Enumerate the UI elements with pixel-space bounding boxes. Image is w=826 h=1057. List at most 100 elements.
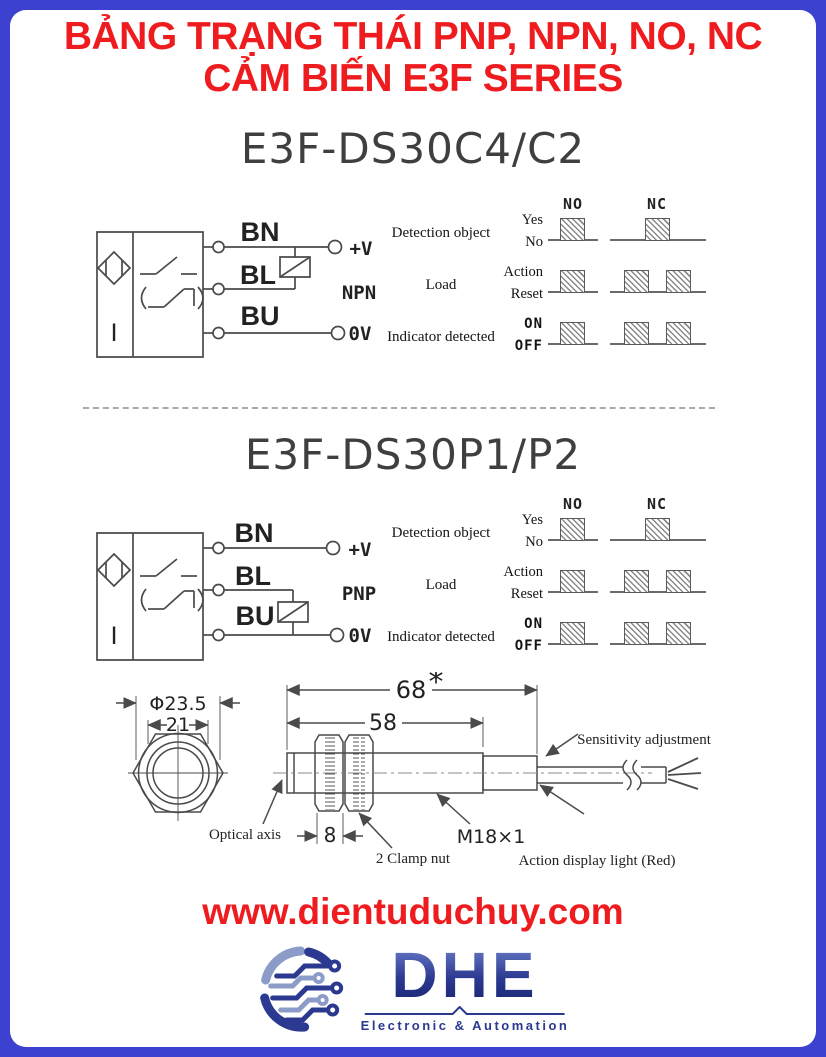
terminal-vplus: [329, 241, 342, 254]
logo-tagline: Electronic & Automation: [360, 1017, 570, 1033]
logo-pulse-line: [364, 1005, 565, 1015]
wire-label-bu: BU: [241, 301, 280, 331]
pulse: [560, 570, 585, 593]
clamp-nut-2: [345, 735, 373, 811]
pulse: [560, 270, 585, 293]
wire-label-bn: BN: [241, 217, 280, 247]
timing-col-nc: NC: [646, 495, 668, 513]
row-low-label: OFF: [514, 638, 543, 654]
terminal-label-vplus: +V: [349, 539, 372, 561]
logo-text-block: DHE Electronic & Automation: [360, 939, 570, 1033]
thread-arrow: [436, 794, 470, 824]
wire-label-bn: BN: [235, 518, 274, 548]
pulse: [666, 270, 691, 293]
pulse: [666, 322, 691, 345]
row-high-label: Yes: [521, 512, 543, 528]
dim-total-length: 68: [396, 676, 427, 704]
timing-diagram-pnp: NO NC Detection object Yes No Load Actio…: [385, 495, 717, 667]
sensor-body-npn: [97, 232, 345, 357]
action-light-label: Action display light (Red): [518, 853, 675, 869]
pulse: [560, 322, 585, 345]
optical-axis-arrow: [263, 779, 282, 824]
thread-label: M18×1: [457, 826, 526, 848]
sensor-optic-symbol: [98, 252, 130, 284]
wire-label-bl: BL: [235, 561, 271, 591]
terminal-0v: [332, 327, 345, 340]
circuit-logo-icon: [260, 946, 344, 1032]
pulse: [560, 218, 585, 241]
wire-label-bu: BU: [236, 601, 275, 631]
timing-row-detection: Detection object Yes No: [385, 209, 717, 255]
company-logo: DHE Electronic & Automation: [257, 936, 570, 1042]
transistor-type-label: PNP: [342, 583, 376, 605]
switch-symbol: [140, 559, 203, 611]
timing-col-no: NO: [562, 195, 584, 213]
sensor-optic-symbol: [98, 554, 130, 586]
pulse: [624, 622, 649, 645]
page-frame: [10, 10, 816, 1047]
optical-axis-label: Optical axis: [209, 827, 281, 843]
section1-heading: E3F-DS30C4/C2: [240, 124, 586, 173]
mechanical-drawing: Φ23.5 21: [60, 672, 712, 869]
sensor-label: I: [110, 319, 117, 347]
terminal-label-vplus: +V: [350, 238, 373, 260]
pulse: [560, 622, 585, 645]
row-low-label: Reset: [510, 286, 543, 302]
transistor-type-label: NPN: [342, 282, 376, 304]
website-url[interactable]: www.dientuduchuy.com: [202, 891, 624, 932]
terminals-and-wires: [203, 241, 345, 340]
baseline-nc: [610, 591, 706, 593]
timing-diagram-npn: NO NC Detection object Yes No Load Actio…: [385, 195, 717, 367]
dim-nut-width: 8: [324, 823, 337, 847]
row-low-label: No: [525, 534, 543, 550]
page-title-line1: BẢNG TRẠNG THÁI PNP, NPN, NO, NC: [63, 15, 763, 58]
row-label: Load: [425, 277, 457, 293]
pulse: [666, 570, 691, 593]
pulse: [624, 570, 649, 593]
logo-name: DHE: [391, 939, 539, 1012]
row-high-label: Yes: [521, 212, 543, 228]
pulse: [645, 218, 670, 241]
side-view: [263, 684, 701, 848]
pulse: [645, 518, 670, 541]
row-label: Detection object: [391, 225, 491, 241]
row-low-label: OFF: [514, 338, 543, 354]
sensor-body-pnp: [97, 533, 344, 660]
timing-row-load: Load Action Reset: [385, 261, 717, 307]
terminal-label-0v: 0V: [349, 323, 372, 345]
front-view: [116, 696, 240, 821]
clamp-nut-label: 2 Clamp nut: [376, 851, 451, 867]
pulse: [624, 322, 649, 345]
pulse: [624, 270, 649, 293]
sensitivity-arrow: [545, 734, 578, 756]
row-label: Indicator detected: [387, 629, 495, 645]
section2-heading: E3F-DS30P1/P2: [244, 430, 582, 479]
clamp-nut-1: [315, 735, 343, 811]
row-label: Load: [425, 577, 457, 593]
terminal-label-0v: 0V: [349, 625, 372, 647]
wiring-diagram-npn: I BN BL BU +V NPN 0V: [80, 217, 376, 375]
timing-row-indicator: Indicator detected ON OFF: [385, 313, 717, 359]
timing-row-load: Load Action Reset: [385, 561, 717, 607]
row-label: Indicator detected: [387, 329, 495, 345]
dim-body-length: 58: [369, 711, 397, 736]
dim-front-width: 21: [166, 714, 190, 736]
wire-label-bl: BL: [240, 260, 276, 290]
row-low-label: No: [525, 234, 543, 250]
dim-front-diameter: Φ23.5: [149, 693, 206, 715]
terminal-vplus: [327, 542, 340, 555]
clamp-nut-arrow: [359, 812, 392, 848]
sensor-label: I: [110, 622, 117, 650]
section-divider: [83, 407, 715, 409]
row-high-label: Action: [503, 564, 543, 580]
baseline-nc: [610, 291, 706, 293]
row-high-label: Action: [503, 264, 543, 280]
page-title: BẢNG TRẠNG THÁI PNP, NPN, NO, NC CẢM BIẾ…: [0, 15, 826, 100]
terminal-0v: [331, 629, 344, 642]
switch-symbol: [140, 257, 203, 309]
row-high-label: ON: [524, 616, 543, 632]
row-low-label: Reset: [510, 586, 543, 602]
timing-row-detection: Detection object Yes No: [385, 509, 717, 555]
pulse: [666, 622, 691, 645]
